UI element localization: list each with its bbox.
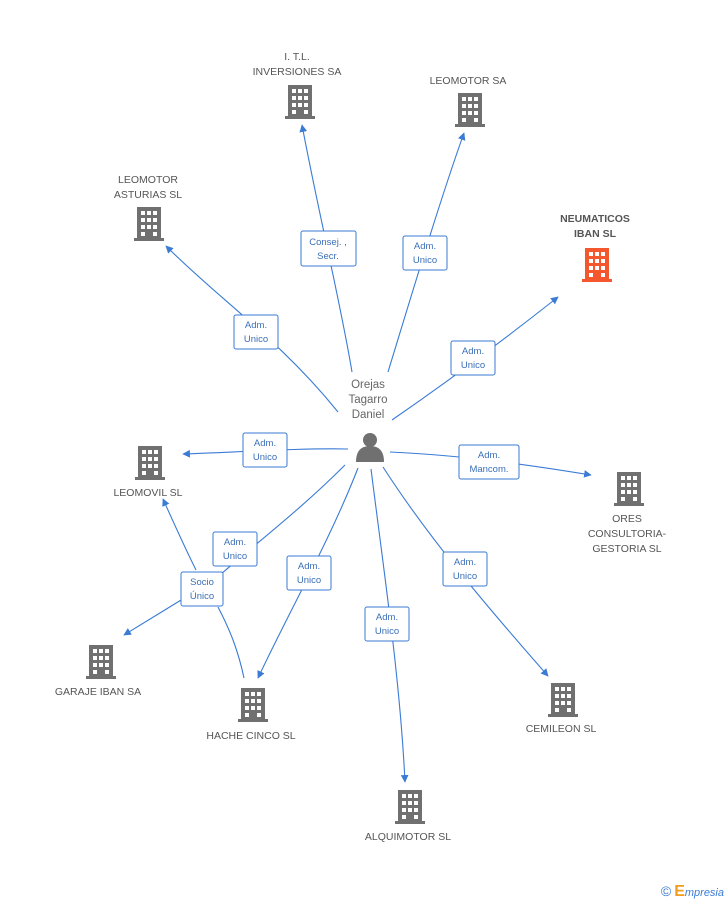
relation-cemileon: Adm. Unico (442, 551, 488, 587)
relation-label-line: Mancom. (469, 464, 508, 475)
company-cemileon[interactable]: CEMILEON SL (526, 683, 597, 735)
company-label-line: ORES (612, 513, 642, 525)
company-label-line: ASTURIAS SL (114, 189, 182, 201)
company-alquimotor[interactable]: ALQUIMOTOR SL (365, 790, 451, 843)
building-icon (455, 93, 485, 127)
person-name-line-1: Orejas (351, 379, 385, 391)
brand-logo-letter: E (674, 883, 685, 900)
relation-socio: Socio Único (180, 571, 224, 607)
person-name-line-3: Daniel (352, 409, 385, 421)
company-label-line: LEOMOVIL SL (113, 487, 182, 499)
relation-label-line: Unico (297, 575, 321, 586)
edge-hache2b (217, 606, 245, 679)
company-label-line: I. T.L. (284, 51, 310, 63)
person-name-line-2: Tagarro (349, 394, 388, 406)
company-itl[interactable]: I. T.L. INVERSIONES SA (253, 51, 342, 119)
relation-asturias: Adm. Unico (233, 314, 279, 350)
company-label-line: NEUMATICOS (560, 213, 630, 225)
edge-socio-leomovil (162, 498, 197, 571)
relation-label-line: Unico (453, 571, 477, 582)
company-neumaticos[interactable]: NEUMATICOS IBAN SL (560, 213, 630, 282)
company-leomotor-asturias[interactable]: LEOMOTOR ASTURIAS SL (114, 174, 182, 241)
company-hache[interactable]: HACHE CINCO SL (206, 688, 296, 742)
relation-ores: Adm. Mancom. (458, 444, 520, 480)
building-icon (238, 688, 268, 722)
relation-alquimotor: Adm. Unico (364, 606, 410, 642)
building-icon (285, 85, 315, 119)
company-label-line: GESTORIA SL (592, 543, 661, 555)
center-person[interactable]: Orejas Tagarro Daniel (349, 379, 388, 462)
company-label-line: INVERSIONES SA (253, 66, 342, 78)
relation-leomovil: Adm. Unico (242, 432, 288, 468)
relation-label-line: Socio (190, 577, 214, 588)
relation-leomotor-sa: Adm. Unico (402, 235, 448, 271)
company-ores[interactable]: ORES CONSULTORIA- GESTORIA SL (588, 472, 667, 555)
copyright-icon: © (660, 883, 672, 899)
relation-label-line: Adm. (298, 561, 320, 572)
brand-logo-text: mpresia (684, 887, 724, 899)
relation-label-line: Adm. (414, 241, 436, 252)
building-icon (582, 248, 612, 282)
relation-itl: Consej. , Secr. (300, 230, 357, 267)
company-garaje[interactable]: GARAJE IBAN SA (55, 645, 141, 698)
company-label-line: IBAN SL (574, 228, 617, 240)
relation-label-line: Adm. (376, 612, 398, 623)
company-label-line: CONSULTORIA- (588, 528, 667, 540)
relation-hache: Adm. Unico (286, 555, 332, 591)
building-icon (134, 207, 164, 241)
relation-label-line: Consej. , (309, 237, 347, 248)
relation-label-line: Unico (375, 626, 399, 637)
edge-socio-garaje (123, 596, 187, 636)
building-icon (548, 683, 578, 717)
brand-footer: ©Empresia (661, 883, 724, 901)
building-icon (135, 446, 165, 480)
relation-hache2: Adm. Unico (212, 531, 258, 567)
building-icon (614, 472, 644, 506)
relation-label-line: Único (190, 591, 214, 602)
relation-label-line: Adm. (245, 320, 267, 331)
relation-label-line: Adm. (462, 346, 484, 357)
relation-label-line: Unico (223, 551, 247, 562)
relation-label-line: Secr. (317, 251, 339, 262)
building-icon (395, 790, 425, 824)
company-label-line: LEOMOTOR SA (430, 75, 507, 87)
relation-label-line: Unico (244, 334, 268, 345)
company-label-line: LEOMOTOR (118, 174, 178, 186)
relation-neumaticos: Adm. Unico (450, 340, 496, 376)
person-icon (356, 433, 384, 462)
company-label-line: ALQUIMOTOR SL (365, 831, 451, 843)
company-label-line: GARAJE IBAN SA (55, 686, 141, 698)
relation-label-line: Unico (253, 452, 277, 463)
building-icon (86, 645, 116, 679)
relation-label-line: Adm. (454, 557, 476, 568)
relation-label-line: Unico (461, 360, 485, 371)
relation-label-line: Adm. (224, 537, 246, 548)
company-leomotor-sa[interactable]: LEOMOTOR SA (430, 75, 507, 127)
relation-label-line: Adm. (254, 438, 276, 449)
company-leomovil[interactable]: LEOMOVIL SL (113, 446, 183, 499)
company-label-line: CEMILEON SL (526, 723, 597, 735)
relation-label-line: Unico (413, 255, 437, 266)
company-label-line: HACHE CINCO SL (206, 730, 295, 742)
relation-label-line: Adm. (478, 450, 500, 461)
